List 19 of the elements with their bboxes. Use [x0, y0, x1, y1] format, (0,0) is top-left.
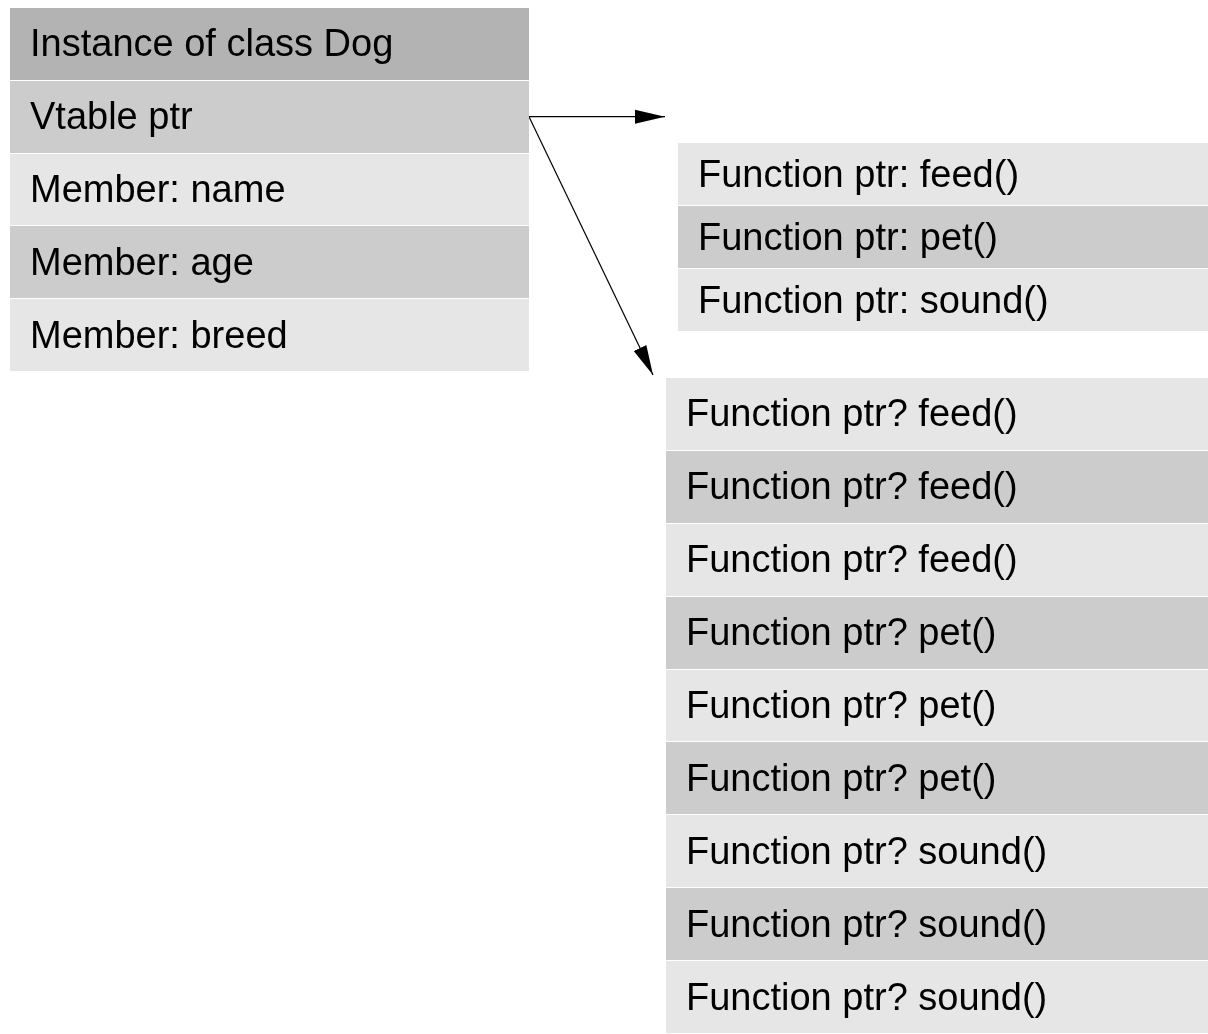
table-row: Function ptr: sound() — [678, 269, 1208, 331]
table-row: Function ptr? feed() — [666, 450, 1208, 523]
table-row: Function ptr? feed() — [666, 523, 1208, 596]
table-row: Member: name — [10, 153, 529, 226]
table-header-row: Instance of class Dog — [10, 8, 529, 80]
table-row: Function ptr? sound() — [666, 961, 1208, 1033]
table-row: Function ptr: feed() — [678, 143, 1208, 205]
arrow — [528, 116, 654, 376]
arrow — [528, 109, 666, 124]
table-row: Function ptr? sound() — [666, 815, 1208, 888]
table-row: Function ptr? pet() — [666, 669, 1208, 742]
table-row: Function ptr? sound() — [666, 888, 1208, 961]
table-row: Function ptr? feed() — [666, 378, 1208, 450]
table-row: Function ptr? pet() — [666, 742, 1208, 815]
table-row: Vtable ptr — [10, 80, 529, 153]
table-row: Member: age — [10, 226, 529, 299]
table-row: Member: breed — [10, 299, 529, 371]
table-row: Function ptr: pet() — [678, 206, 1208, 268]
table-row: Function ptr? pet() — [666, 596, 1208, 669]
